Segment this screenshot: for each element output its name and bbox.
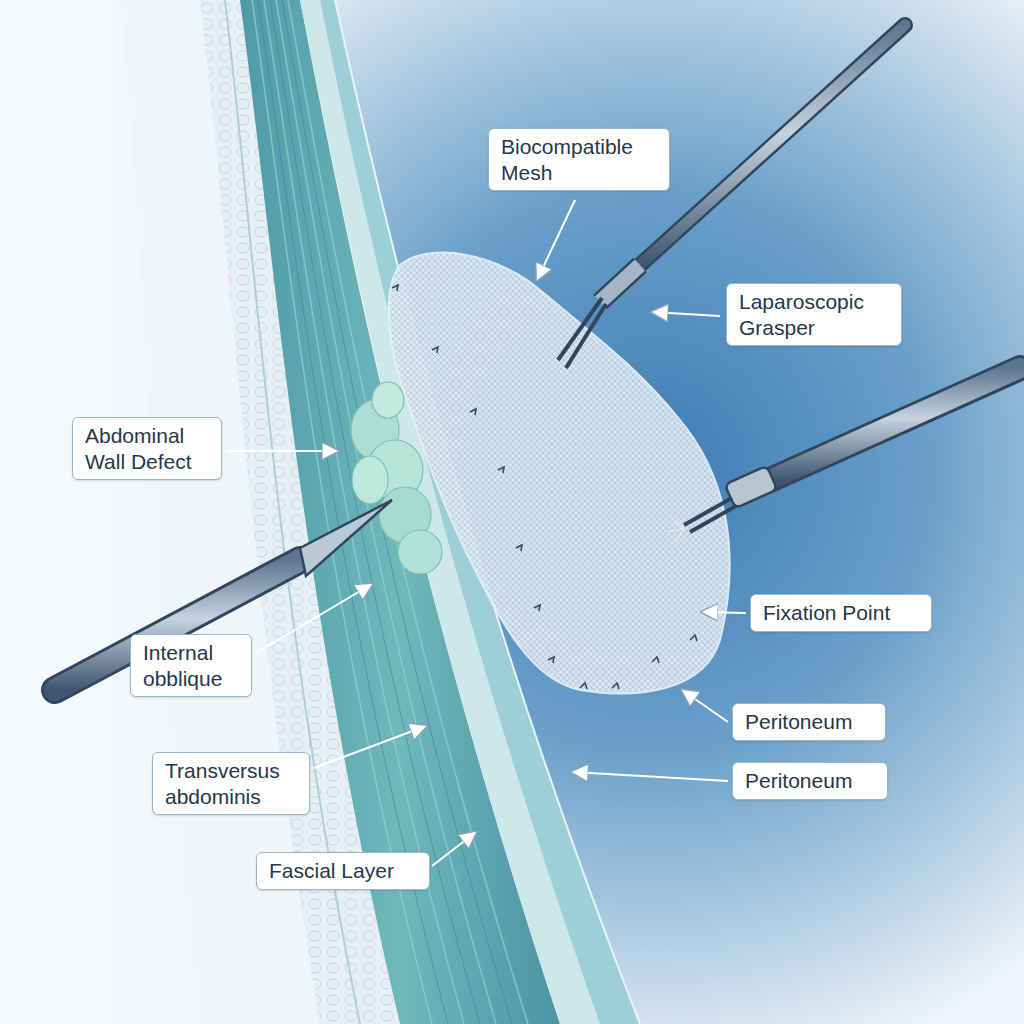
fixation-callout: Fixation Point (750, 594, 932, 632)
layer-callout: Fascial Layer (256, 852, 430, 890)
defect-callout: Abdominal Wall Defect (72, 417, 222, 480)
callout-label: Fascial Layer (269, 858, 417, 884)
callout-label: Peritoneum (745, 768, 875, 794)
muscle-callout: Internal obblique (130, 634, 252, 697)
grasper-lower (668, 368, 1020, 542)
grasper-upper (558, 25, 905, 368)
muscle-callout: Transversus abdominis (152, 752, 310, 815)
callout-label: Biocompatible Mesh (501, 134, 657, 185)
callout-label: Laparoscopic Grasper (739, 289, 889, 340)
grasper-callout: Laparoscopic Grasper (726, 283, 902, 346)
mesh-patch (389, 253, 730, 694)
mesh-callout: Biocompatible Mesh (488, 128, 670, 191)
callout-label: Abdominal Wall Defect (85, 423, 209, 474)
fixation-tacks (392, 285, 697, 689)
callout-label: Internal obblique (143, 640, 239, 691)
peritoneum-callout: Peritoneum (732, 762, 888, 800)
callout-label: Peritoneum (745, 709, 873, 735)
peritoneum-callout: Peritoneum (732, 703, 886, 741)
callout-label: Fixation Point (763, 600, 919, 626)
callout-label: Transversus abdominis (165, 758, 297, 809)
